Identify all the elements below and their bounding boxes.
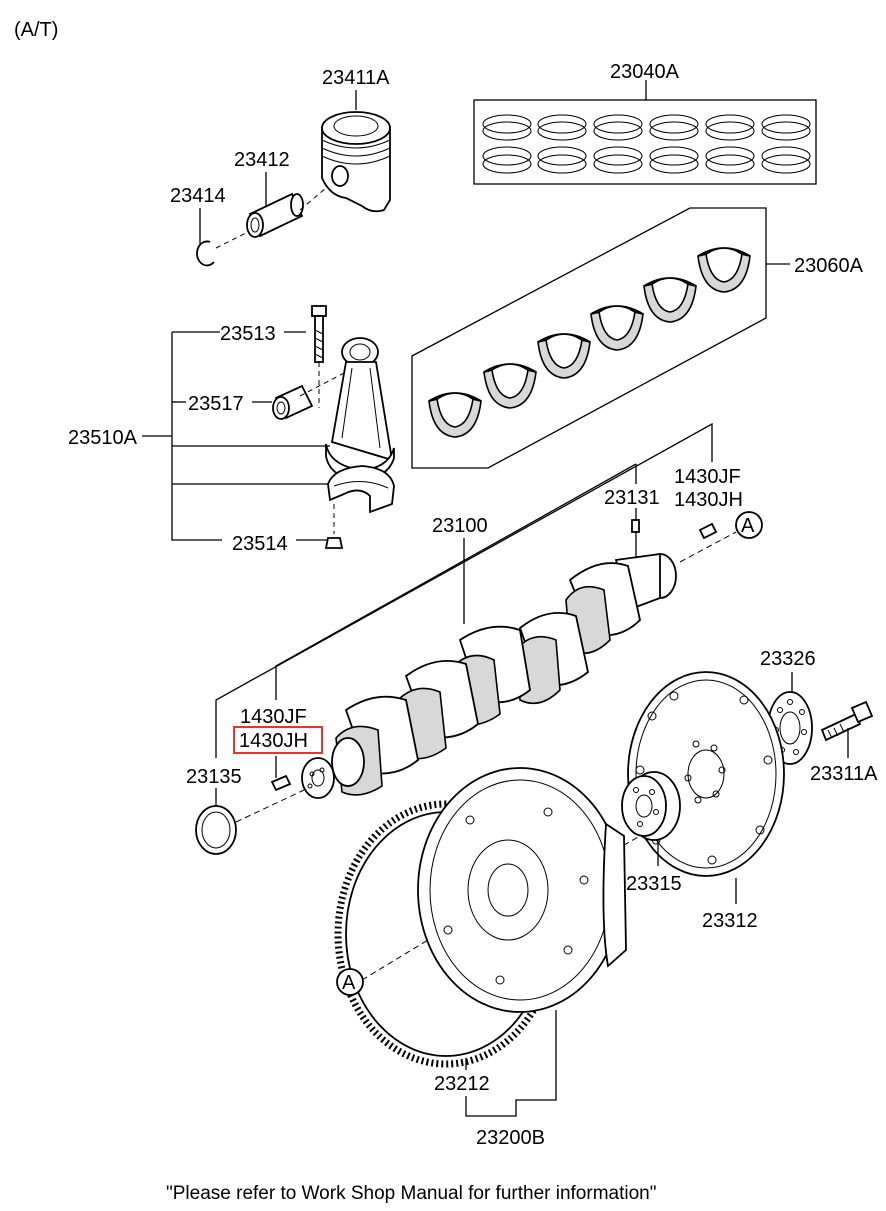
label-ring-gear-adapter[interactable]: 23315 (626, 873, 682, 895)
svg-text:A: A (741, 515, 755, 537)
conrod-part (325, 337, 395, 481)
axis-conrod-bushing (299, 371, 347, 397)
label-piston-pin[interactable]: 23412 (234, 149, 290, 171)
axis-oil-seal (235, 789, 305, 823)
ring-gear-adapter-part (621, 771, 681, 841)
flywheel-part (417, 767, 627, 1013)
label-bearing-rear-2[interactable]: 1430JH (674, 489, 743, 511)
oil-seal-part (195, 805, 237, 855)
label-conrod-bushing[interactable]: 23517 (188, 393, 244, 415)
axis-snap-ring (215, 231, 249, 249)
label-bearing-front-2[interactable]: 1430JH (239, 730, 308, 752)
ring-set-box (473, 99, 817, 185)
label-drive-plate[interactable]: 23312 (702, 910, 758, 932)
label-oil-seal[interactable]: 23135 (186, 766, 242, 788)
dowel-front-part (270, 774, 292, 792)
ref-a-bottom-marker: A (336, 968, 364, 996)
ref-a-top-marker: A (735, 511, 763, 539)
crankshaft-part (301, 552, 677, 799)
label-conrod-assy[interactable]: 23510A (68, 427, 138, 449)
label-ring-gear[interactable]: 23212 (434, 1073, 490, 1095)
snap-ring-part (196, 240, 215, 267)
conrod-nut-part (324, 537, 344, 549)
conrod-bolt-part (311, 305, 327, 363)
label-conrod-bolt[interactable]: 23513 (220, 323, 276, 345)
footer-note: "Please refer to Work Shop Manual for fu… (166, 1183, 656, 1204)
piston-rings-part (482, 114, 811, 174)
piston-part (321, 111, 391, 213)
axis-ref-a-bottom (361, 939, 429, 981)
label-piston[interactable]: 23411A (322, 67, 390, 89)
label-flywheel-bolt[interactable]: 23311A (810, 763, 878, 785)
leader-flywheel-assy (465, 1010, 557, 1117)
dowel-rear-part (698, 522, 718, 540)
label-crankshaft[interactable]: 23100 (432, 515, 488, 537)
label-adapter-plate[interactable]: 23326 (760, 648, 816, 670)
main-bearing-box (411, 207, 767, 469)
main-bearings-part (428, 247, 751, 438)
flywheel-bolt-part (820, 700, 874, 742)
piston-pin-part (246, 192, 304, 238)
leader-bearing-rear (215, 422, 713, 758)
variant-label: (A/T) (14, 19, 58, 41)
conrod-cap-part (327, 465, 395, 514)
label-pin-23131[interactable]: 23131 (604, 487, 660, 509)
bracket-conrod (171, 332, 222, 541)
highlight-box-1430jh (233, 726, 323, 754)
label-flywheel-assy[interactable]: 23200B (476, 1127, 545, 1149)
pin-23131-part (631, 519, 640, 533)
label-bearing-front-1[interactable]: 1430JF (240, 706, 307, 728)
label-bearing-rear-1[interactable]: 1430JF (674, 466, 741, 488)
label-snap-ring[interactable]: 23414 (170, 185, 226, 207)
label-ring-set[interactable]: 23040A (610, 61, 680, 83)
conrod-bushing-part (272, 384, 314, 420)
svg-text:A: A (342, 972, 356, 994)
axis-ref-a-top (679, 531, 737, 563)
label-main-bearing-set[interactable]: 23060A (794, 255, 864, 277)
leader-bearing-front-upper (275, 463, 637, 700)
axis-piston-pin (299, 187, 327, 211)
label-conrod-nut[interactable]: 23514 (232, 533, 288, 555)
